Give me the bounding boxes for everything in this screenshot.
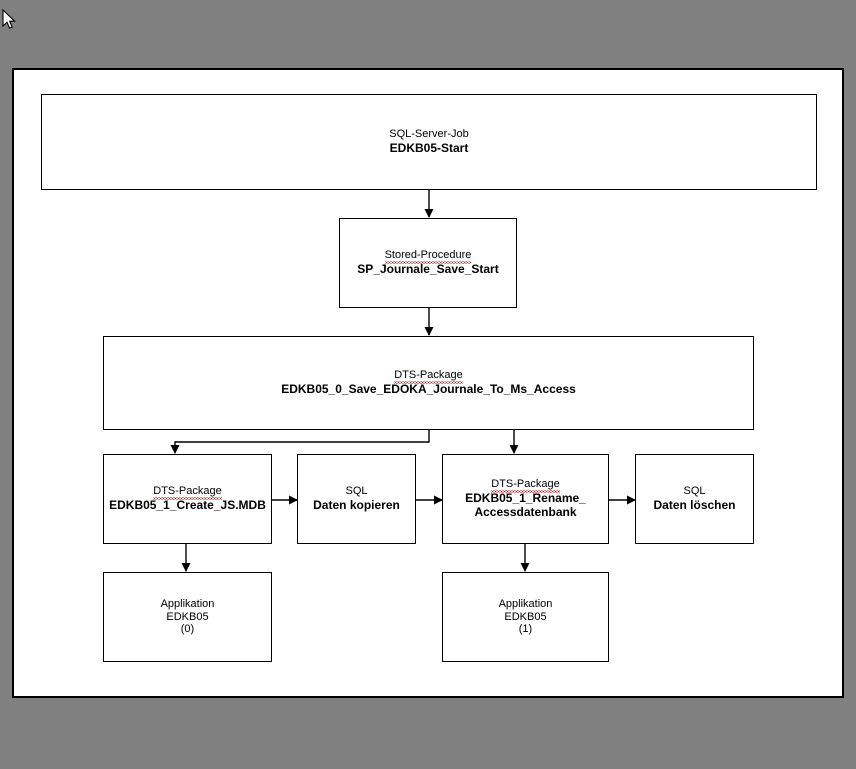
node-name-label: EDKB05 (1) <box>504 610 547 636</box>
node-stored-procedure[interactable]: Stored-Procedure SP_Journale_Save_Start <box>339 218 517 308</box>
node-dts-package-rename-accessdatenbank[interactable]: DTS-Package EDKB05_1_Rename_ Accessdaten… <box>442 454 609 544</box>
node-sql-daten-loeschen[interactable]: SQL Daten löschen <box>635 454 754 544</box>
node-name-label: Daten löschen <box>653 498 736 513</box>
arrow-pointer-icon <box>2 9 16 29</box>
node-kind-label: Stored-Procedure <box>384 249 472 265</box>
node-kind-label: Applikation <box>498 597 553 610</box>
node-sql-daten-kopieren[interactable]: SQL Daten kopieren <box>297 454 416 544</box>
node-name-label: EDKB05_1_Create_JS.MDB <box>109 498 266 513</box>
edge-dts-package-0-to-dts-package-1 <box>170 430 430 454</box>
node-sql-server-job[interactable]: SQL-Server-Job EDKB05-Start <box>41 94 817 190</box>
node-kind-label: Applikation <box>160 597 215 610</box>
node-dts-package-create-js-mdb[interactable]: DTS-Package EDKB05_1_Create_JS.MDB <box>103 454 272 544</box>
node-kind-label: DTS-Package <box>153 485 223 501</box>
node-kind-label: SQL-Server-Job <box>389 128 469 141</box>
node-name-label: EDKB05-Start <box>389 141 469 156</box>
node-kind-label: SQL <box>345 485 368 498</box>
node-kind-label: DTS-Package <box>491 478 561 494</box>
spellcheck-underline: DTS-Package <box>153 485 223 501</box>
node-name-label: EDKB05_1_Rename_ Accessdatenbank <box>465 491 586 520</box>
node-kind-label: SQL <box>683 485 706 498</box>
document-window: SQL-Server-Job EDKB05-Start Stored-Proce… <box>12 68 844 698</box>
node-name-label: Daten kopieren <box>313 498 400 513</box>
node-name-label: EDKB05 (0) <box>166 610 209 636</box>
node-applikation-edkb05-1[interactable]: Applikation EDKB05 (1) <box>442 572 609 662</box>
spellcheck-underline: DTS-Package <box>394 369 464 385</box>
node-kind-label: DTS-Package <box>394 369 464 385</box>
node-name-label: SP_Journale_Save_Start <box>357 262 499 277</box>
node-name-label: EDKB05_0_Save_EDOKA_Journale_To_Ms_Acces… <box>281 382 576 397</box>
spellcheck-underline: DTS-Package <box>491 478 561 494</box>
node-applikation-edkb05-0[interactable]: Applikation EDKB05 (0) <box>103 572 272 662</box>
node-dts-package-save-edoka[interactable]: DTS-Package EDKB05_0_Save_EDOKA_Journale… <box>103 336 754 430</box>
spellcheck-underline: Stored-Procedure <box>384 249 472 265</box>
flowchart-diagram: SQL-Server-Job EDKB05-Start Stored-Proce… <box>14 70 842 696</box>
